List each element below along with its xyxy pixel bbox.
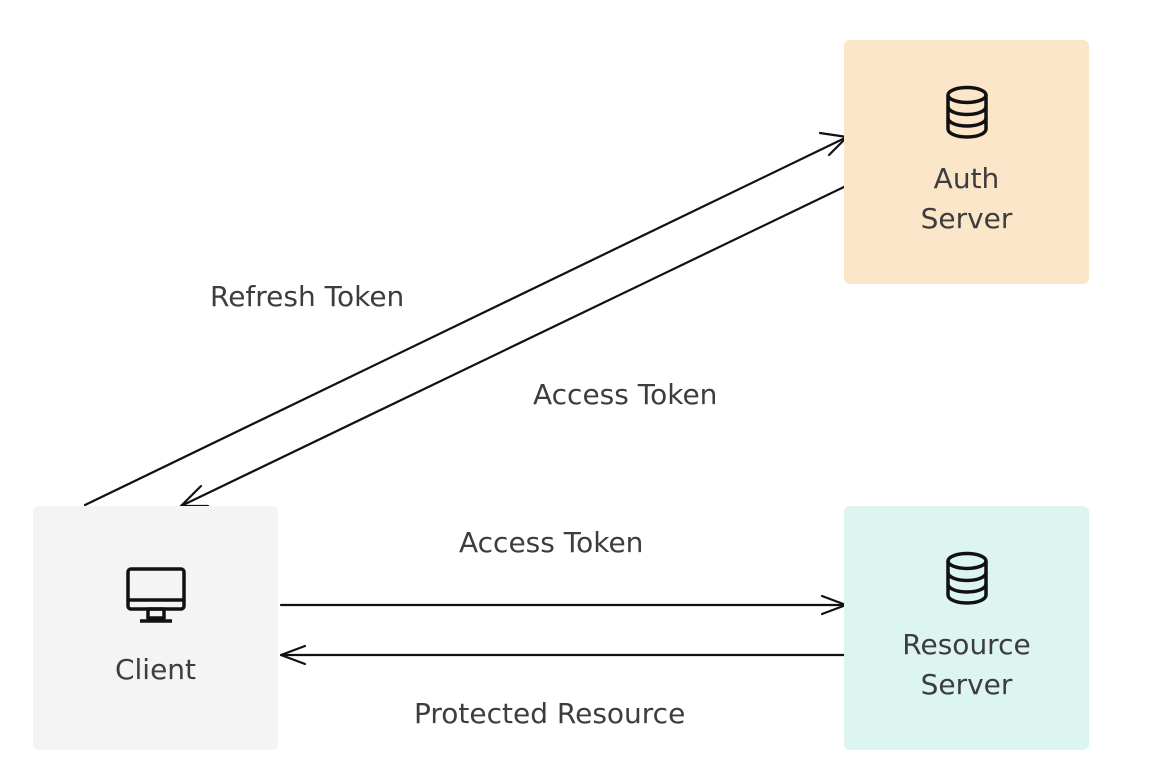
monitor-icon xyxy=(125,567,186,623)
resource-server-label: Resource Server xyxy=(902,628,1031,701)
arrow-refresh-token xyxy=(83,135,849,507)
database-icon xyxy=(945,85,988,139)
client-node: Client xyxy=(33,506,278,750)
auth-server-node: Auth Server xyxy=(844,40,1089,284)
auth-server-label: Auth Server xyxy=(920,162,1013,235)
edge-label-protected-resource: Protected Resource xyxy=(414,697,686,730)
arrowhead-protected-resource xyxy=(279,644,307,666)
edge-label-access-token-from-auth: Access Token xyxy=(533,378,718,411)
database-icon xyxy=(945,551,988,605)
edge-label-access-token-to-resource: Access Token xyxy=(459,526,644,559)
arrow-access-token-from-auth xyxy=(179,184,848,508)
edge-label-refresh-token: Refresh Token xyxy=(210,280,405,313)
resource-server-node: Resource Server xyxy=(844,506,1089,750)
client-label: Client xyxy=(114,653,197,686)
